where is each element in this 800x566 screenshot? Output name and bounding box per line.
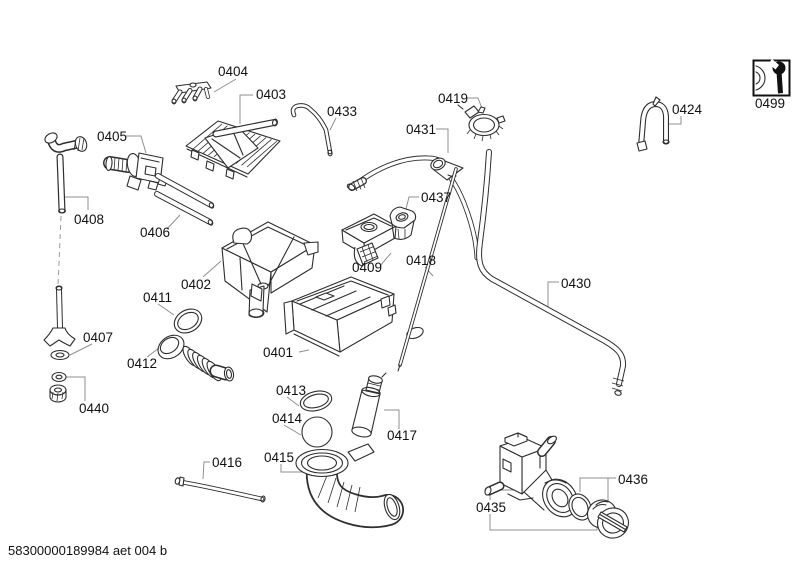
part-0406-tubes: [154, 173, 215, 226]
part-label-0405: 0405: [97, 129, 127, 144]
part-0414-ball: [301, 416, 333, 448]
part-label-0414: 0414: [272, 411, 303, 426]
part-0405-inlet-valve: [103, 152, 168, 191]
part-label-0413: 0413: [276, 383, 306, 398]
part-label-0436: 0436: [618, 472, 648, 487]
part-0416-thin-hose: [174, 476, 266, 503]
part-0437-cap: [389, 206, 417, 241]
part-0402-dispenser-housing: [221, 221, 319, 319]
part-0415-elbow-hose: [295, 443, 404, 529]
part-label-0408: 0408: [74, 212, 104, 227]
part-label-0404: 0404: [218, 64, 249, 79]
document-code: 58300000189984 aet 004 b: [8, 543, 167, 558]
part-0408-elbow-pipe: [44, 132, 88, 214]
part-label-0416: 0416: [212, 455, 242, 470]
part-0431-funnel-hose: [346, 155, 480, 261]
part-label-0415: 0415: [264, 450, 294, 465]
part-label-0406: 0406: [140, 225, 170, 240]
part-0401-dispenser-drawer: [283, 276, 397, 357]
part-label-0433: 0433: [327, 104, 357, 119]
part-0407-stem: [43, 285, 76, 361]
part-0412-corrugated-hose: [157, 334, 235, 382]
part-label-0409: 0409: [352, 260, 382, 275]
part-0418-dispenser-rod: [397, 167, 458, 372]
part-label-0403: 0403: [256, 87, 286, 102]
part-label-0419: 0419: [438, 91, 468, 106]
part-label-0412: 0412: [127, 356, 157, 371]
assembly-axis-dashed-line: [57, 215, 62, 287]
service-wrench-icon: [752, 59, 791, 97]
part-0435-drain-pump: [484, 432, 578, 518]
part-label-0440: 0440: [79, 401, 109, 416]
part-0440-washers: [49, 371, 67, 403]
part-0409-siphon: [341, 213, 397, 267]
part-0417-cylinder: [351, 372, 387, 438]
part-label-0407: 0407: [83, 330, 113, 345]
part-0419-hose-clamp: [457, 104, 506, 142]
part-0430-hose: [476, 149, 627, 396]
part-label-0499: 0499: [755, 96, 785, 111]
part-label-0411: 0411: [143, 290, 172, 305]
part-0411-o-ring: [173, 308, 203, 334]
part-label-0402: 0402: [181, 277, 211, 292]
part-label-0417: 0417: [387, 428, 417, 443]
part-0436-seal-and-cap: [568, 493, 629, 539]
part-label-0418: 0418: [406, 253, 436, 268]
part-label-0430: 0430: [561, 276, 591, 291]
part-label-0431: 0431: [406, 122, 436, 137]
part-0403-top-cover: [185, 118, 281, 180]
part-labels: 0404 0403 0433 0419 0431 0424 0499 0405 …: [74, 64, 785, 515]
part-0413-o-ring: [299, 390, 333, 412]
part-0404-bracket: [171, 81, 212, 105]
part-label-0401: 0401: [263, 345, 293, 360]
part-0424-hose-holder: [636, 96, 670, 152]
part-label-0424: 0424: [672, 102, 703, 117]
part-0433-hose: [290, 103, 333, 157]
part-label-0435: 0435: [476, 500, 506, 515]
part-label-0437: 0437: [421, 190, 451, 205]
